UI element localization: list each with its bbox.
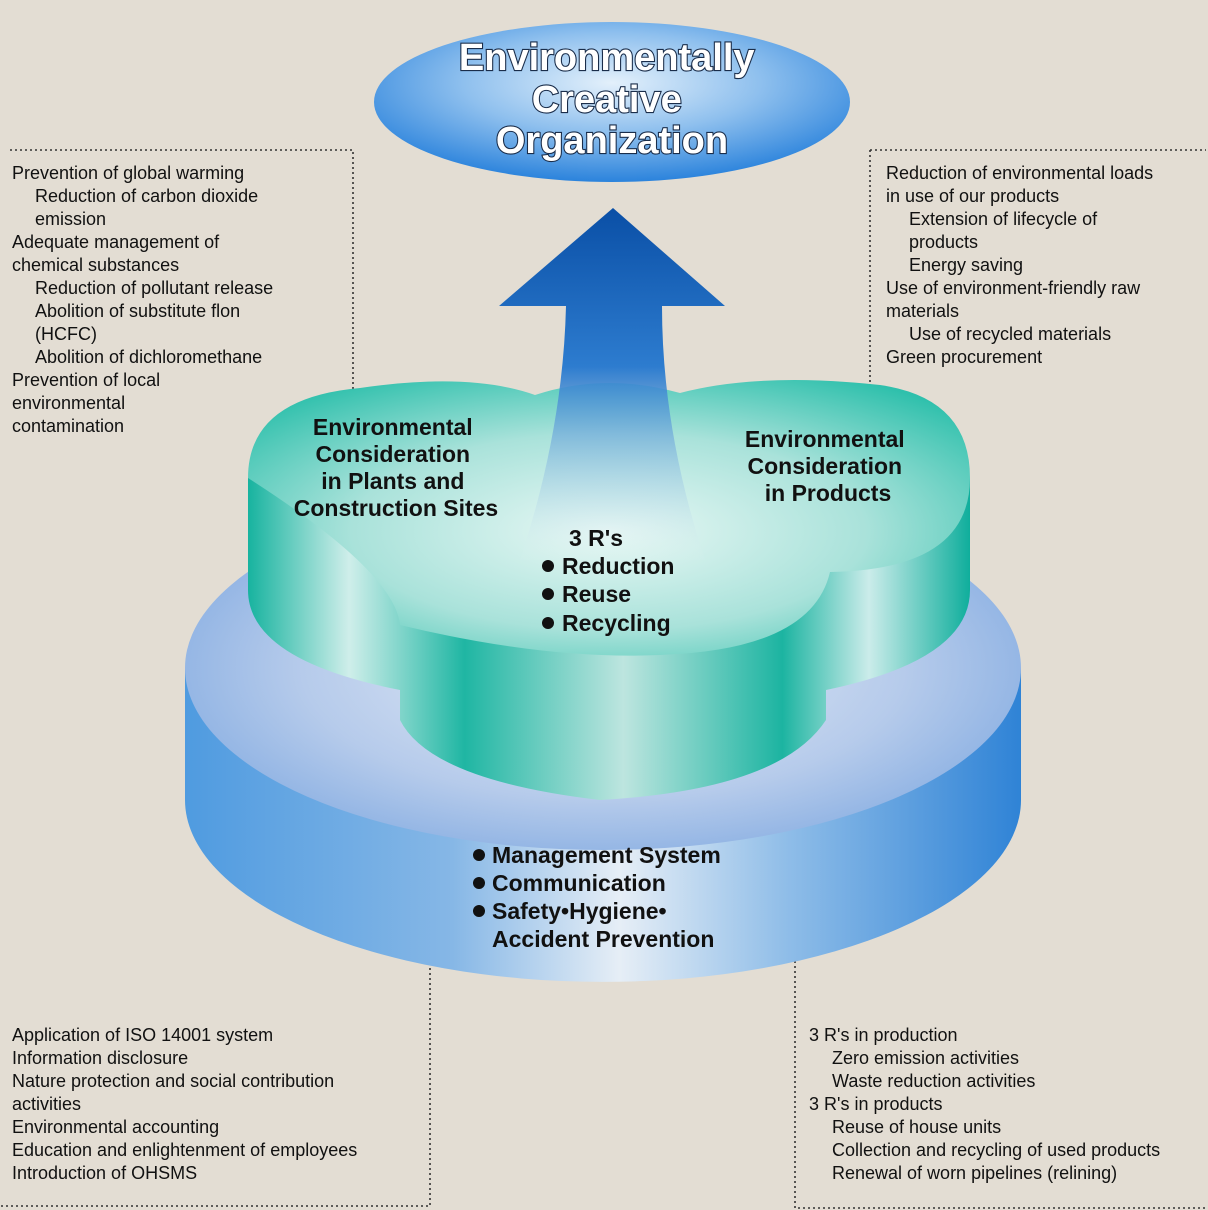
plants-heading-line: Construction Sites bbox=[294, 495, 498, 521]
bullet-dot bbox=[542, 560, 554, 572]
three-rs-heading: 3 R's bbox=[569, 525, 623, 551]
list-item: chemical substances bbox=[12, 255, 180, 275]
list-item: Energy saving bbox=[909, 255, 1024, 275]
list-item: Zero emission activities bbox=[832, 1048, 1020, 1068]
title-line-1: Environmentally bbox=[459, 37, 755, 79]
upward-arrow bbox=[499, 208, 725, 560]
list-item: (HCFC) bbox=[35, 324, 97, 344]
three-rs-bullets: Reduction Reuse Recycling bbox=[542, 553, 674, 636]
three-rs-bullet: Reuse bbox=[562, 581, 631, 607]
products-heading-line: in Products bbox=[765, 480, 892, 506]
bullet-dot bbox=[542, 617, 554, 629]
list-item: Reuse of house units bbox=[832, 1117, 1002, 1137]
base-bullet: Communication bbox=[492, 870, 666, 896]
list-item: Introduction of OHSMS bbox=[12, 1163, 198, 1183]
list-item: contamination bbox=[12, 416, 125, 436]
three-rs-bullet: Reduction bbox=[562, 553, 674, 579]
bullet-dot bbox=[473, 849, 485, 861]
title-text: Environmentally Creative Organization bbox=[459, 37, 765, 162]
list-item: Abolition of substitute flon bbox=[35, 301, 241, 321]
list-item: 3 R's in production bbox=[809, 1025, 958, 1045]
base-bullets: Management System Communication Safety•H… bbox=[473, 842, 721, 952]
base-bullet-continuation: Accident Prevention bbox=[492, 926, 714, 952]
products-heading-line: Consideration bbox=[747, 453, 902, 479]
list-item: 3 R's in products bbox=[809, 1094, 943, 1114]
products-heading-line: Environmental bbox=[745, 426, 905, 452]
list-item: in use of our products bbox=[886, 186, 1060, 206]
products-item-list: Reduction of environmental loads in use o… bbox=[886, 162, 1153, 369]
title-line-2: Creative bbox=[532, 79, 682, 121]
list-item: Adequate management of bbox=[12, 232, 220, 252]
three-rs-bullet: Recycling bbox=[562, 610, 671, 636]
list-item: Use of recycled materials bbox=[909, 324, 1112, 344]
plants-heading-line: Consideration bbox=[315, 441, 470, 467]
bullet-dot bbox=[473, 905, 485, 917]
list-item: Education and enlightenment of employees bbox=[12, 1140, 358, 1160]
title-oval bbox=[374, 22, 850, 182]
list-item: Use of environment-friendly raw bbox=[886, 278, 1141, 298]
base-bullet: Safety•Hygiene• bbox=[492, 898, 667, 924]
list-item: activities bbox=[12, 1094, 82, 1114]
plants-heading-line: Environmental bbox=[313, 414, 473, 440]
list-item: environmental bbox=[12, 393, 126, 413]
list-item: materials bbox=[886, 301, 960, 321]
bullet-dot bbox=[473, 877, 485, 889]
list-item: Information disclosure bbox=[12, 1048, 189, 1068]
title-line-3: Organization bbox=[496, 120, 728, 162]
clover-solid bbox=[248, 380, 970, 800]
list-item: Reduction of pollutant release bbox=[35, 278, 274, 298]
bullet-dot bbox=[542, 588, 554, 600]
list-item: products bbox=[909, 232, 979, 252]
list-item: emission bbox=[35, 209, 107, 229]
list-item: Nature protection and social contributio… bbox=[12, 1071, 335, 1091]
leader-base bbox=[0, 888, 431, 1207]
list-item: Extension of lifecycle of bbox=[909, 209, 1098, 229]
list-item: Renewal of worn pipelines (relining) bbox=[832, 1163, 1118, 1183]
list-item: Prevention of local bbox=[12, 370, 161, 390]
list-item: Prevention of global warming bbox=[12, 163, 245, 183]
list-item: Application of ISO 14001 system bbox=[12, 1025, 274, 1045]
plants-heading: Environmental Consideration in Plants an… bbox=[294, 414, 498, 521]
list-item: Collection and recycling of used product… bbox=[832, 1140, 1161, 1160]
list-item: Abolition of dichloromethane bbox=[35, 347, 263, 367]
list-item: Environmental accounting bbox=[12, 1117, 220, 1137]
list-item: Waste reduction activities bbox=[832, 1071, 1036, 1091]
list-item: Green procurement bbox=[886, 347, 1043, 367]
list-item: Reduction of carbon dioxide bbox=[35, 186, 259, 206]
base-bullet: Management System bbox=[492, 842, 721, 868]
plants-heading-line: in Plants and bbox=[321, 468, 464, 494]
products-heading: Environmental Consideration in Products bbox=[745, 426, 911, 506]
list-item: Reduction of environmental loads bbox=[886, 163, 1154, 183]
